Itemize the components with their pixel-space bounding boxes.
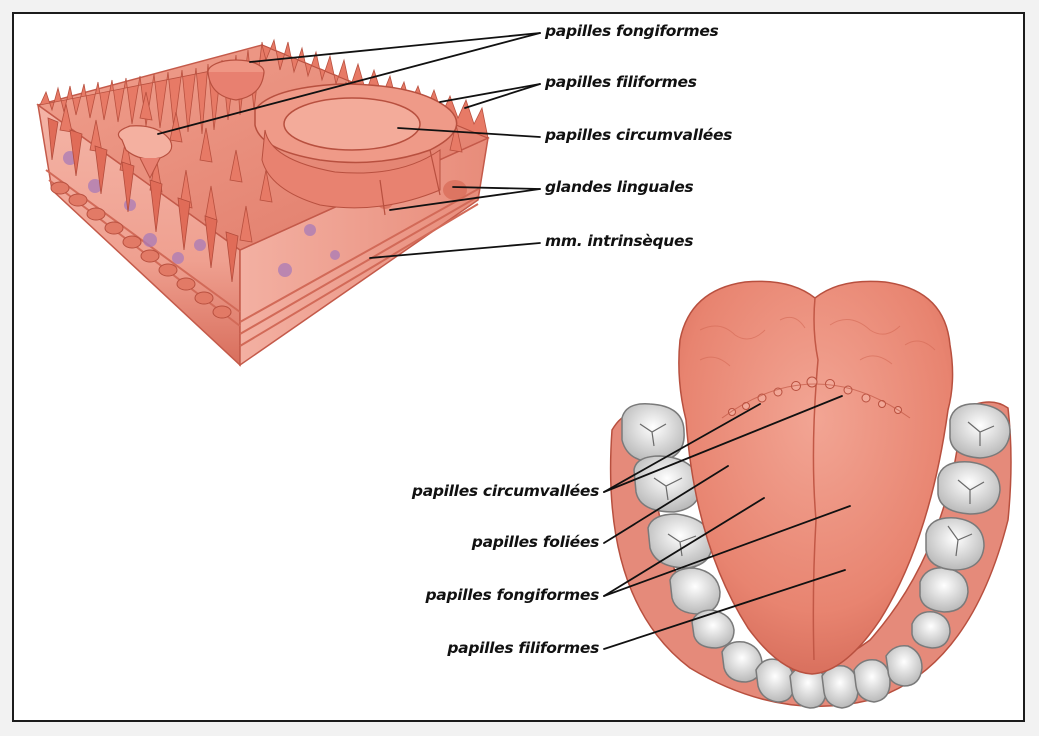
circumvallate-row bbox=[728, 376, 902, 416]
label-block-filiform: papilles filiformes bbox=[545, 73, 697, 91]
label-tongue-circumvallate: papilles circumvallées bbox=[411, 482, 599, 500]
circumvallate-papilla bbox=[254, 83, 458, 216]
label-tongue-foliate: papilles foliées bbox=[471, 533, 600, 551]
fungiform-papilla-top bbox=[207, 59, 265, 101]
front-papillae bbox=[47, 117, 239, 283]
label-block-fungiform: papilles fongiformes bbox=[545, 22, 719, 40]
tongue-texture bbox=[699, 316, 936, 367]
terminal-sulcus bbox=[721, 383, 911, 419]
label-tongue-fungiform: papilles fongiformes bbox=[425, 586, 600, 604]
tongue-body bbox=[678, 280, 954, 675]
teeth bbox=[621, 403, 1011, 709]
lingual-glands bbox=[63, 151, 340, 277]
label-block-glands: glandes linguales bbox=[545, 178, 694, 196]
label-tongue-filiform: papilles filiformes bbox=[447, 639, 599, 657]
cell-row bbox=[50, 181, 232, 319]
leader-lines bbox=[157, 32, 851, 650]
molar-grooves bbox=[639, 421, 995, 557]
median-sulcus bbox=[812, 297, 819, 661]
label-block-muscles: mm. intrinsèques bbox=[545, 232, 694, 250]
tissue-block bbox=[36, 38, 490, 367]
label-block-circumvallate: papilles circumvallées bbox=[545, 126, 733, 144]
tongue-with-teeth bbox=[609, 280, 1012, 709]
